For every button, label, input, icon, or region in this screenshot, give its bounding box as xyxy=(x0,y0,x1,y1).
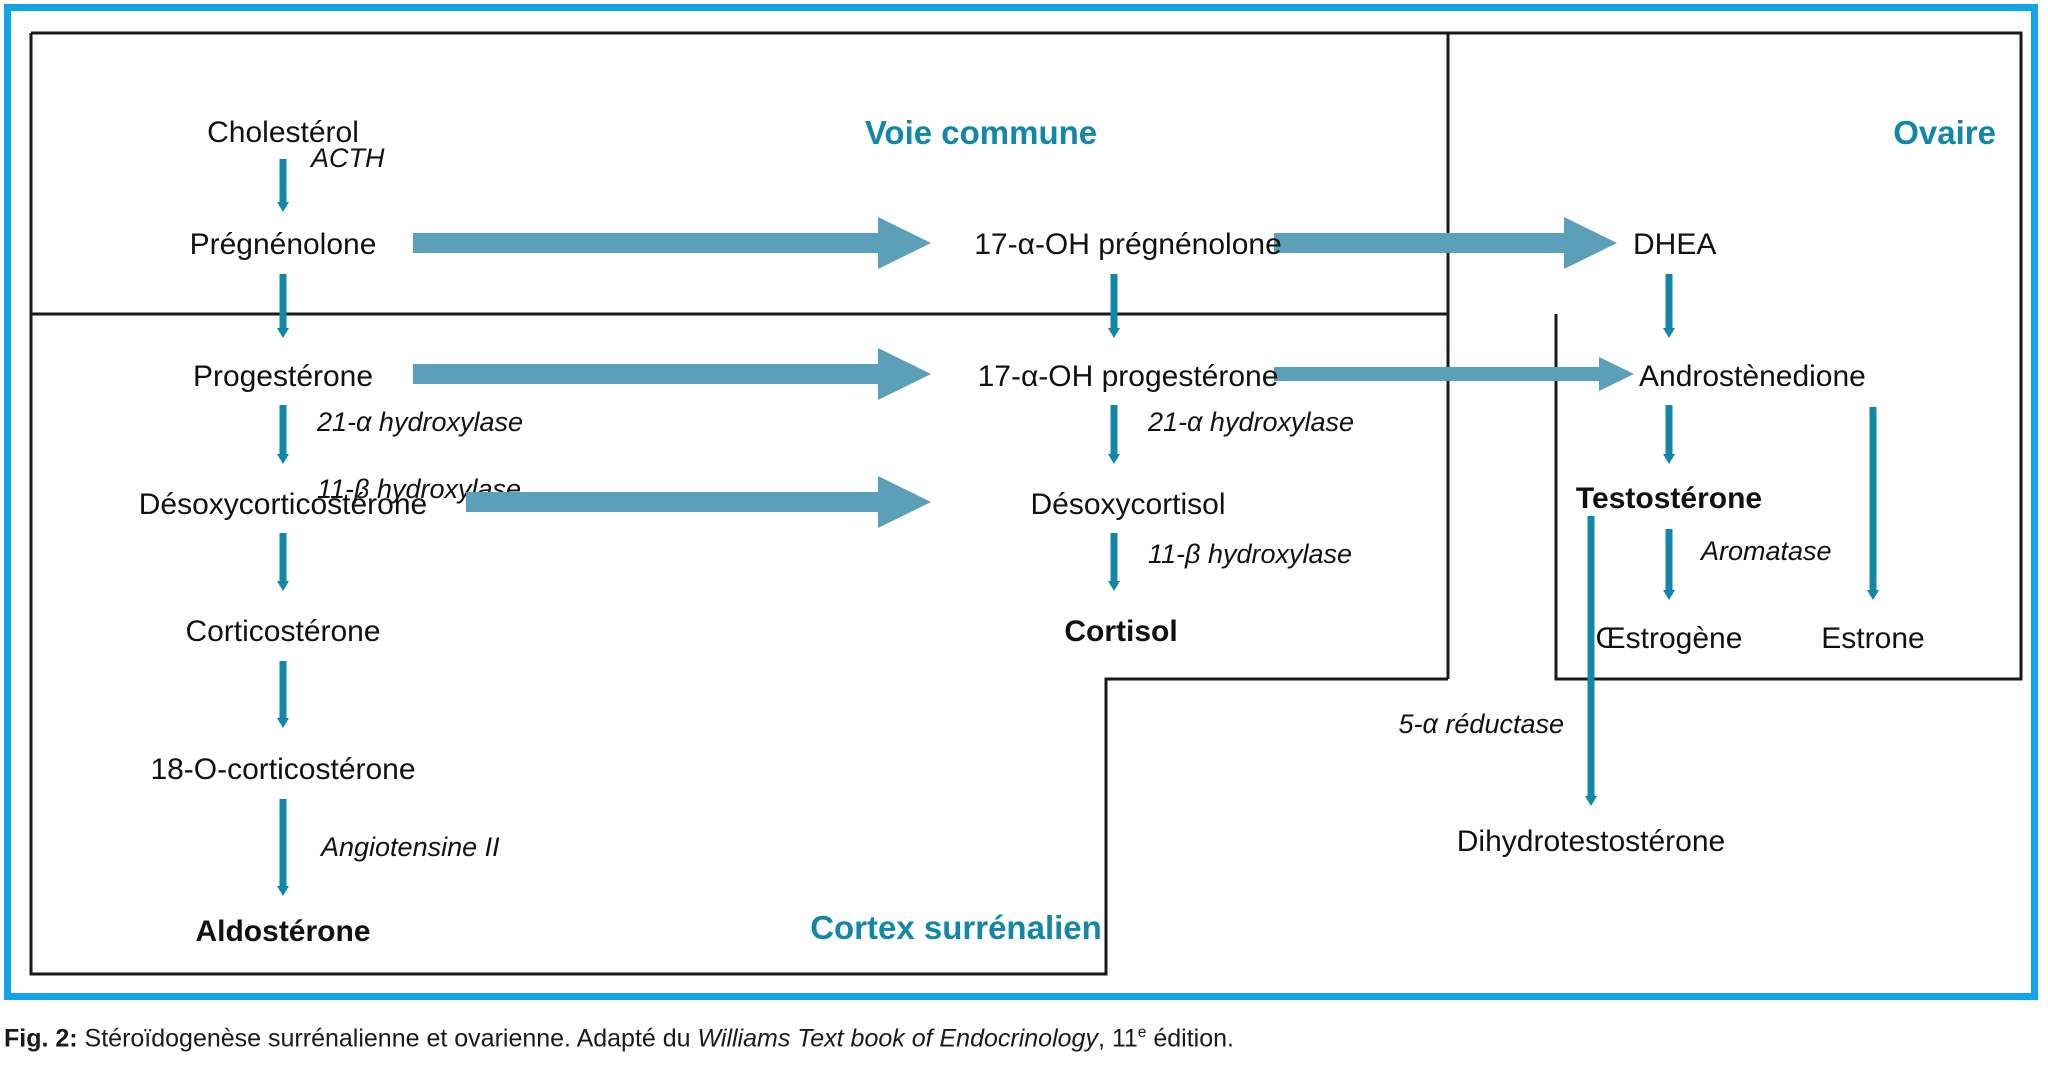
node-desoxycorticosterone: Désoxycorticostérone xyxy=(139,488,427,521)
arrow-pregnenolone-to-oh-pregnenolone xyxy=(413,217,931,269)
enzyme-label-21a-hydroxylase-left: 21-α hydroxylase xyxy=(316,407,523,437)
arrow-oh-pregnenolone-to-dhea xyxy=(1274,217,1617,269)
arrow-oh-progesterone-to-androstenedione xyxy=(1274,357,1634,391)
node-oh-pregnenolone: 17-α-OH prégnénolone xyxy=(974,228,1282,261)
node-pregnenolone: Prégnénolone xyxy=(190,228,377,261)
enzyme-label-aromatase: Aromatase xyxy=(1699,536,1832,566)
arrow-progesterone-to-oh-progesterone xyxy=(413,348,931,400)
node-estrone: Estrone xyxy=(1821,622,1924,655)
node-corticosterone: Corticostérone xyxy=(185,615,380,648)
steroidogenesis-diagram: Voie commune Ovaire Cortex surrénalien C… xyxy=(29,31,2023,976)
enzyme-label-21a-hydroxylase-center: 21-α hydroxylase xyxy=(1147,407,1354,437)
node-aldosterone: Aldostérone xyxy=(195,915,370,948)
node-androstenedione: Androstènedione xyxy=(1639,360,1866,393)
enzyme-label-11b-hydroxylase-center: 11-β hydroxylase xyxy=(1148,539,1352,569)
node-oestrogene: Œstrogène xyxy=(1596,622,1743,655)
enzyme-label-5a-reductase: 5-α réductase xyxy=(1399,709,1564,739)
figure-caption: Fig. 2: Stéroïdogenèse surrénalienne et … xyxy=(4,1024,2038,1053)
section-label-cortex-surrenalien: Cortex surrénalien xyxy=(810,909,1102,946)
caption-text-part3: édition. xyxy=(1146,1024,1234,1053)
caption-source-title: Williams Text book of Endocrinology xyxy=(697,1024,1098,1053)
node-desoxycortisol: Désoxycortisol xyxy=(1030,488,1225,521)
node-progesterone: Progestérone xyxy=(193,360,373,393)
node-dhea: DHEA xyxy=(1633,228,1716,261)
caption-text-part2: , 11 xyxy=(1097,1024,1138,1053)
node-testosterone: Testostérone xyxy=(1576,482,1762,515)
arrow-desoxycorticosterone-to-desoxycortisol xyxy=(466,476,931,528)
node-cortisol: Cortisol xyxy=(1064,615,1177,648)
node-18o-corticosterone: 18-O-corticostérone xyxy=(150,753,415,786)
enzyme-label-angiotensine-ii: Angiotensine II xyxy=(319,832,500,862)
caption-edition-superscript: e xyxy=(1137,1024,1147,1041)
caption-text-part1: Stéroïdogenèse surrénalienne et ovarienn… xyxy=(77,1024,698,1053)
node-cholesterol: Cholestérol xyxy=(207,116,359,149)
node-dihydrotestosterone: Dihydrotestostérone xyxy=(1457,825,1725,858)
node-oh-progesterone: 17-α-OH progestérone xyxy=(978,360,1279,393)
figure-blue-frame: Voie commune Ovaire Cortex surrénalien C… xyxy=(4,4,2038,1000)
section-label-voie-commune: Voie commune xyxy=(865,114,1097,151)
enzyme-label-acth: ACTH xyxy=(309,143,385,173)
caption-figure-label: Fig. 2: xyxy=(4,1024,78,1053)
section-label-ovaire: Ovaire xyxy=(1893,114,1996,151)
